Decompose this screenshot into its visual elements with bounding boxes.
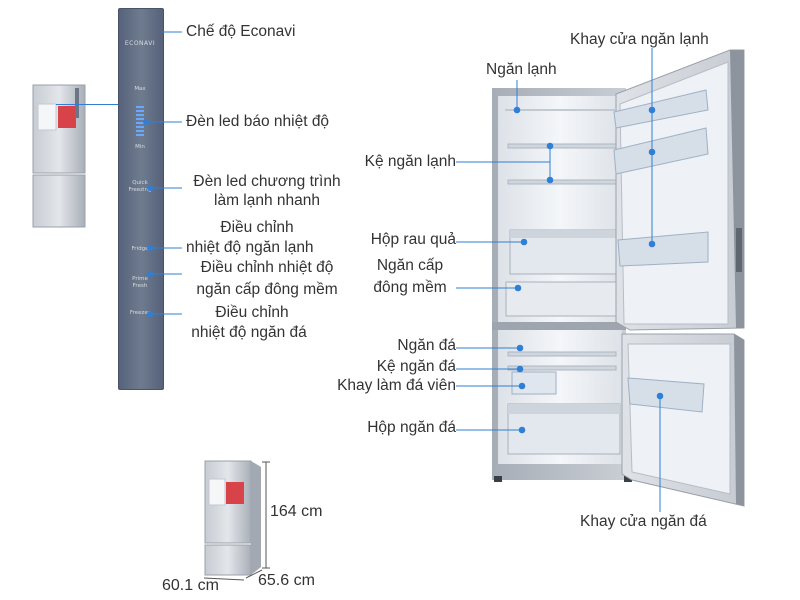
panel-fridge-text: Fridge (131, 246, 149, 252)
label-vegetable-box: Hộp rau quả (370, 231, 456, 248)
dimension-height: 164 cm (270, 503, 323, 520)
label-fridge-shelf: Kệ ngăn lạnh (364, 153, 456, 170)
fridge-thumbnail (32, 84, 86, 228)
thumbnail-leader-line (56, 104, 120, 105)
label-fridge-compartment: Ngăn lạnh (486, 61, 557, 78)
label-ice-tray: Khay làm đá viên (337, 377, 456, 394)
label-fridge-temp-line2: nhiệt độ ngăn lạnh (186, 239, 314, 256)
dimension-fridge-image (204, 460, 261, 576)
panel-freezer-text: Freezer (129, 310, 151, 316)
label-freezer-door-tray: Khay cửa ngăn đá (580, 513, 707, 530)
label-temperature-led: Đèn led báo nhiệt độ (186, 113, 330, 130)
panel-quick-freezing-text: Quick Freezing (128, 180, 152, 193)
dimension-depth: 65.6 cm (258, 572, 315, 589)
label-soft-freeze-temp-line1: Điều chỉnh nhiệt độ (200, 259, 334, 276)
panel-max-text: Max (134, 86, 146, 92)
panel-prime-fresh-text: Prime Fresh (132, 276, 148, 289)
label-soft-freeze-temp-line2: ngăn cấp đông mềm (196, 281, 338, 298)
panel-econavi-text: ECONAVI (124, 40, 156, 47)
label-econavi-mode: Chế độ Econavi (186, 23, 296, 40)
label-fridge-temp-line1: Điều chỉnh (220, 219, 294, 236)
label-freezer-temp-line1: Điều chỉnh (215, 304, 289, 321)
label-quick-cool-led-line2: làm lạnh nhanh (214, 192, 320, 209)
label-quick-cool-led-line1: Đèn led chương trình (193, 173, 341, 190)
label-soft-freeze-line2: đông mềm (373, 279, 447, 296)
dimension-width: 60.1 cm (162, 577, 219, 594)
label-fridge-door-tray: Khay cửa ngăn lạnh (570, 31, 709, 48)
label-freezer-temp-line2: nhiệt độ ngăn đá (191, 324, 307, 341)
label-freezer-box: Hộp ngăn đá (367, 419, 456, 436)
label-soft-freeze-line1: Ngăn cấp (376, 257, 444, 274)
label-freezer-compartment: Ngăn đá (397, 337, 456, 354)
label-freezer-shelf: Kệ ngăn đá (376, 358, 456, 375)
temperature-led-bars (136, 106, 144, 136)
panel-min-text: Min (135, 144, 145, 150)
control-panel (118, 8, 164, 390)
